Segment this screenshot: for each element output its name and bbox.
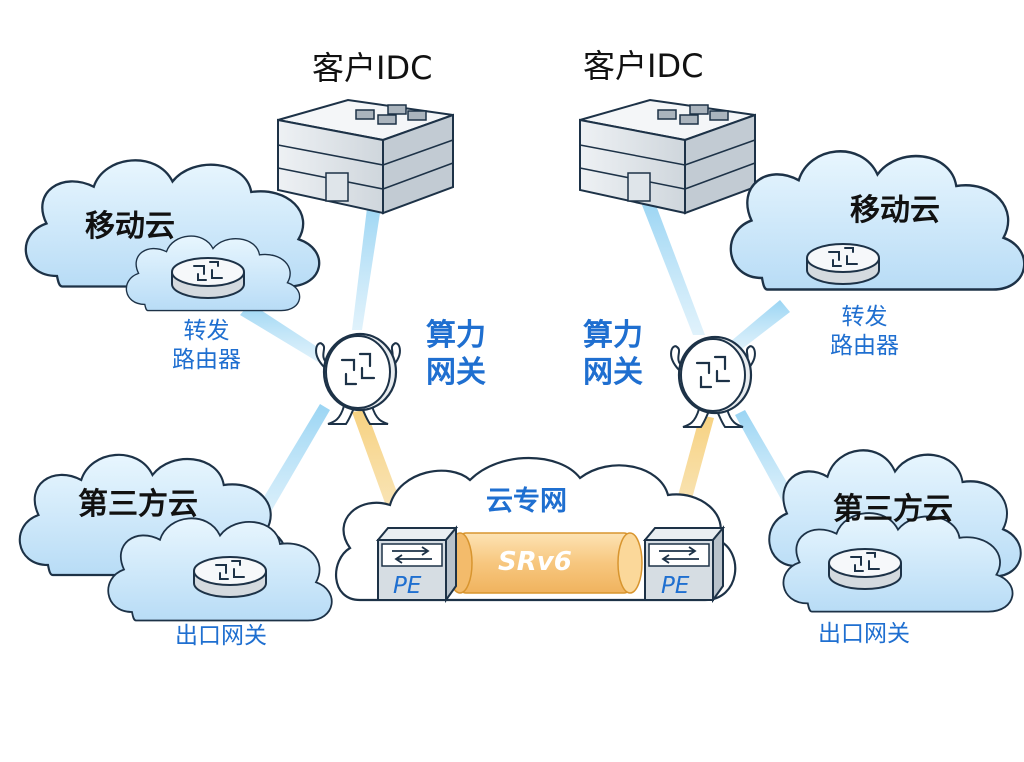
third-cloud-right-router-label: 出口网关 xyxy=(818,621,910,647)
mobile-cloud-left-router-label: 转发 路由器 xyxy=(172,318,241,373)
third-cloud-right-label: 第三方云 xyxy=(833,492,953,527)
idc-right-label: 客户IDC xyxy=(583,47,704,85)
srv6-label: SRv6 xyxy=(498,547,572,577)
link-idc-left-gateway xyxy=(352,200,382,330)
mobile-cloud-right-label: 移动云 xyxy=(850,193,940,228)
links xyxy=(240,200,800,550)
pe-switch-left xyxy=(375,525,459,604)
third-cloud-left-label: 第三方云 xyxy=(78,487,198,522)
pe-left-label: PE xyxy=(393,573,422,599)
router-icon xyxy=(828,548,902,590)
cloud-icon xyxy=(768,449,1022,613)
pe-switch-icon xyxy=(375,525,459,604)
router-icon xyxy=(806,243,880,285)
link-third-right-gateway xyxy=(735,410,800,512)
private-network-label: 云专网 xyxy=(486,486,567,517)
pe-right-label: PE xyxy=(661,573,690,599)
mobile-cloud-left-label: 移动云 xyxy=(85,209,175,244)
link-third-left-gateway xyxy=(250,404,330,527)
gateway-mascot-icon xyxy=(670,335,756,428)
idc-building-right xyxy=(579,98,756,215)
link-idc-right-gateway xyxy=(640,200,705,335)
router-icon xyxy=(193,556,267,598)
mobile-cloud-right-router-label: 转发 路由器 xyxy=(830,304,899,359)
building-icon xyxy=(277,98,454,215)
link-mobile-right-gateway xyxy=(730,300,790,352)
idc-building-left xyxy=(277,98,454,215)
gateway-right-label: 算力 网关 xyxy=(583,318,643,390)
building-icon xyxy=(579,98,756,215)
cloud-third-right xyxy=(768,449,1022,613)
gateway-left xyxy=(315,332,401,425)
router-icon xyxy=(171,257,245,299)
gateway-left-label: 算力 网关 xyxy=(426,318,486,390)
gateway-right xyxy=(670,335,756,428)
idc-left-label: 客户IDC xyxy=(312,49,433,87)
link-mobile-left-gateway xyxy=(240,303,325,362)
pe-switch-right xyxy=(642,525,726,604)
gateway-mascot-icon xyxy=(315,332,401,425)
pe-switch-icon xyxy=(642,525,726,604)
third-cloud-left-router-label: 出口网关 xyxy=(175,623,267,649)
